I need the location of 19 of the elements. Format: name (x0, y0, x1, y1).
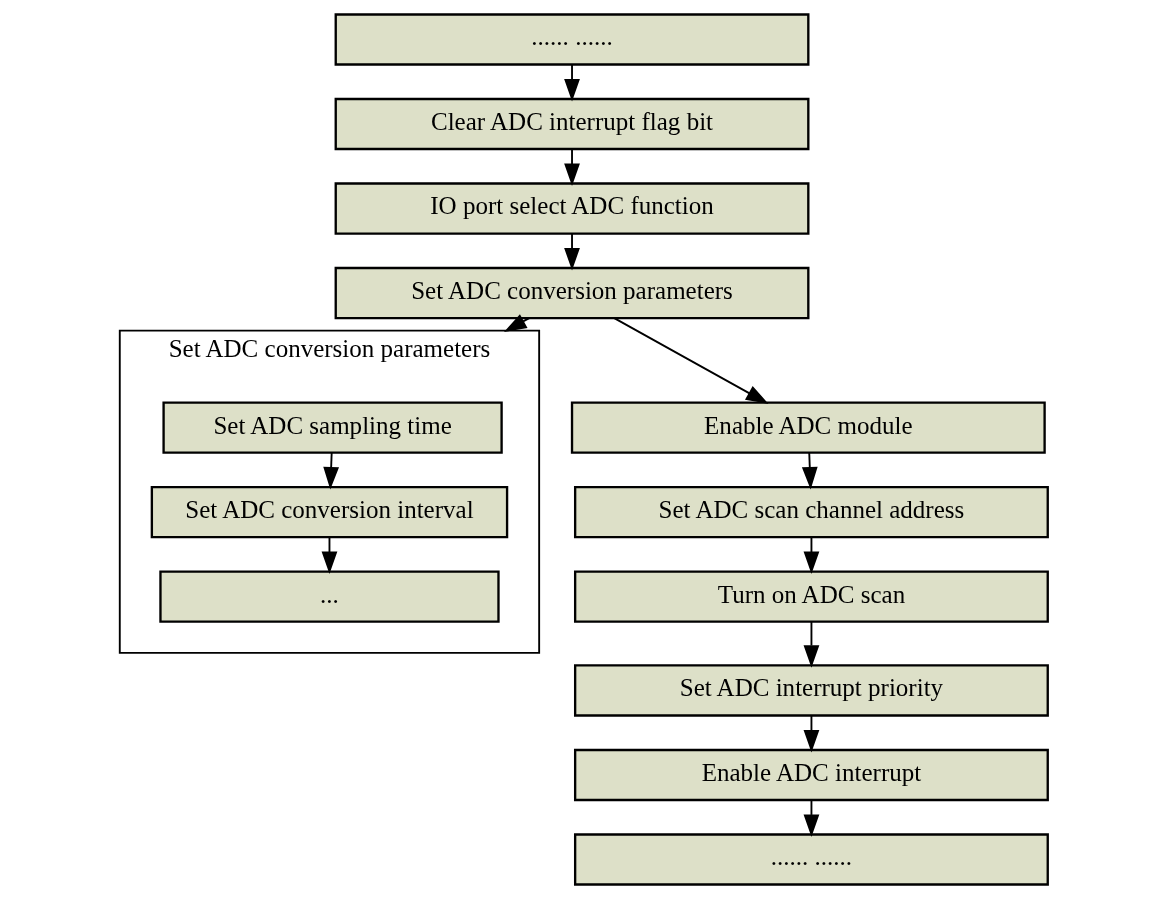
node-box: Turn on ADC scan (573, 570, 1049, 623)
node-box: Enable ADC interrupt (573, 748, 1049, 802)
arrow (613, 317, 769, 404)
node-box: ... (159, 570, 500, 623)
node-box: ...... ...... (573, 833, 1049, 886)
node-box: Enable ADC module (570, 401, 1046, 454)
node-box: Set ADC conversion interval (150, 485, 509, 539)
node-box: Set ADC scan channel address (573, 485, 1049, 539)
arrow (564, 63, 580, 102)
node-box: Clear ADC interrupt flag bit (334, 97, 810, 151)
arrow (503, 314, 531, 332)
node-box: Set ADC sampling time (162, 401, 503, 454)
arrow (564, 232, 580, 271)
arrow (803, 621, 820, 668)
arrow (564, 148, 580, 187)
node-box: Set ADC interrupt priority (573, 664, 1049, 717)
node-box: IO port select ADC function (334, 182, 810, 235)
node-box: ...... ...... (334, 13, 810, 66)
node-box: Set ADC conversion parameters (334, 266, 810, 320)
